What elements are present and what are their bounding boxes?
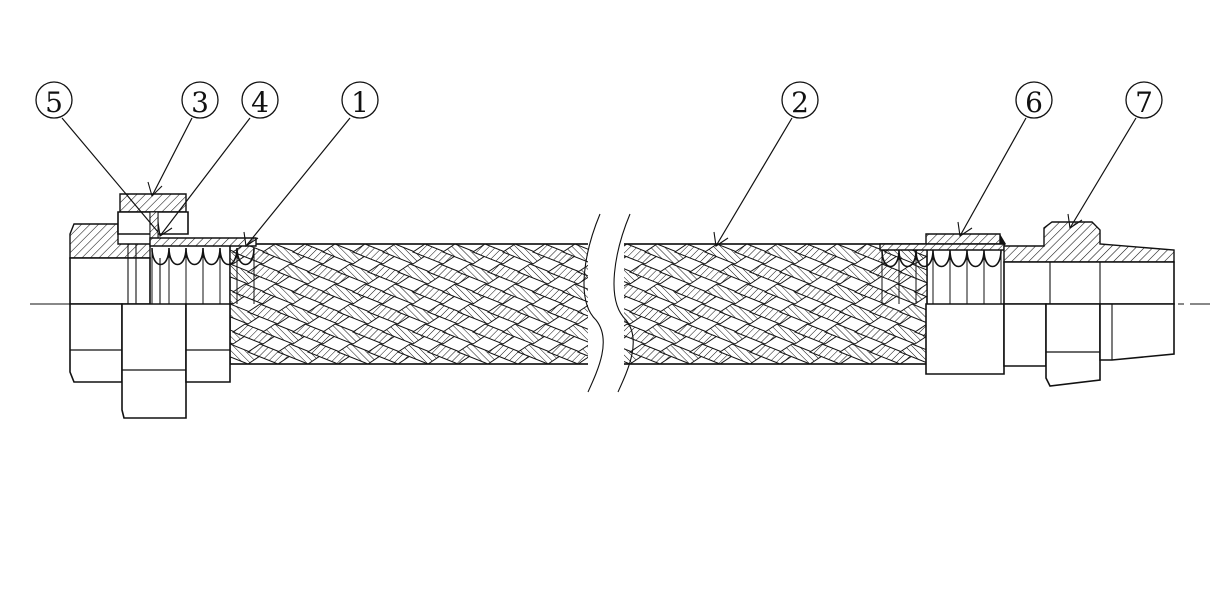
svg-text:6: 6: [1025, 86, 1043, 119]
callout-2: ② 2: [713, 81, 819, 247]
braided-hose-left: [229, 243, 601, 365]
svg-text:3: 3: [191, 86, 209, 119]
svg-text:4: 4: [251, 86, 269, 119]
right-male-fitting: [879, 221, 1175, 387]
callout-5: ⑤ 5: [35, 81, 159, 233]
svg-text:7: 7: [1135, 86, 1153, 119]
callout-3: ③ 3: [147, 81, 219, 198]
callout-1: ① 1: [243, 81, 379, 247]
callout-4: ④ 4: [157, 81, 279, 237]
svg-text:1: 1: [351, 86, 369, 119]
callout-6: ⑥ 6: [957, 81, 1053, 237]
break-symbol: [583, 213, 634, 393]
callout-7: ⑦ 7: [1067, 81, 1163, 229]
svg-text:5: 5: [45, 86, 63, 119]
left-union-fitting: [69, 193, 257, 419]
svg-text:2: 2: [791, 86, 809, 119]
